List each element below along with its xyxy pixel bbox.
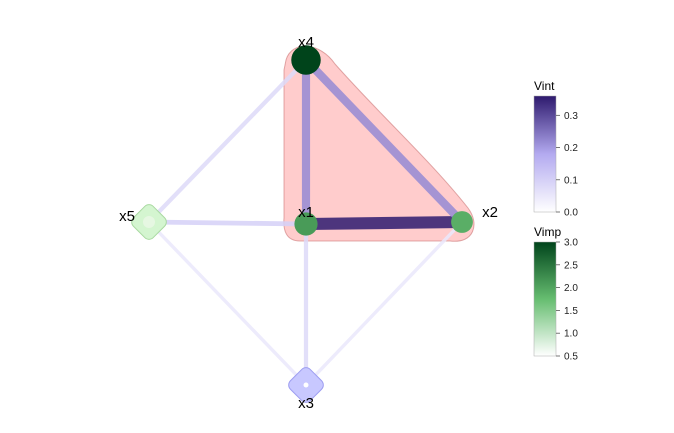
vimp-legend: Vimp 0.5 1.0 1.5 2.0 2.5 3.0	[533, 225, 578, 363]
vint-tick-label: 0.1	[564, 175, 578, 186]
node-label-x4: x4	[298, 34, 314, 51]
vint-tick-label: 0.0	[564, 208, 578, 219]
vimp-tick-label: 2.5	[564, 260, 578, 271]
vint-tick-label: 0.2	[564, 143, 578, 154]
nodes-layer: x1 x2 x3 x4 x5	[119, 34, 498, 412]
vimp-colorbar	[533, 241, 557, 357]
edge-x4-x5	[147, 58, 308, 224]
vimp-tick-label: 1.5	[564, 306, 578, 317]
vint-ticks: 0.0 0.1 0.2 0.3	[556, 111, 578, 219]
node-label-x2: x2	[482, 204, 498, 221]
node-x3-center	[303, 382, 309, 388]
node-x5-center	[143, 216, 155, 228]
vint-colorbar	[533, 95, 557, 213]
node-label-x5: x5	[119, 208, 135, 225]
cluster-hull	[283, 45, 475, 242]
vimp-legend-title: Vimp	[534, 225, 561, 239]
vimp-ticks: 0.5 1.0 1.5 2.0 2.5 3.0	[556, 238, 578, 363]
vint-legend: Vint 0.0 0.1 0.2 0.3	[533, 79, 578, 219]
edge-x2-x3	[304, 220, 464, 387]
edge-x2-x4	[303, 57, 465, 225]
vimp-tick-label: 1.0	[564, 329, 578, 340]
node-label-x1: x1	[298, 204, 314, 221]
edge-x1-x2	[305, 215, 463, 231]
node-x2	[451, 211, 473, 233]
vimp-tick-label: 2.0	[564, 283, 578, 294]
vimp-tick-label: 0.5	[564, 352, 578, 363]
node-x4	[291, 45, 321, 75]
node-x1	[294, 212, 318, 236]
node-label-x3: x3	[298, 395, 314, 412]
vint-tick-label: 0.3	[564, 111, 578, 122]
vint-legend-title: Vint	[534, 79, 555, 93]
edge-x3-x5	[147, 220, 308, 387]
edge-x1-x5	[148, 219, 307, 227]
edges-layer	[147, 57, 465, 387]
vimp-tick-label: 3.0	[564, 238, 578, 249]
